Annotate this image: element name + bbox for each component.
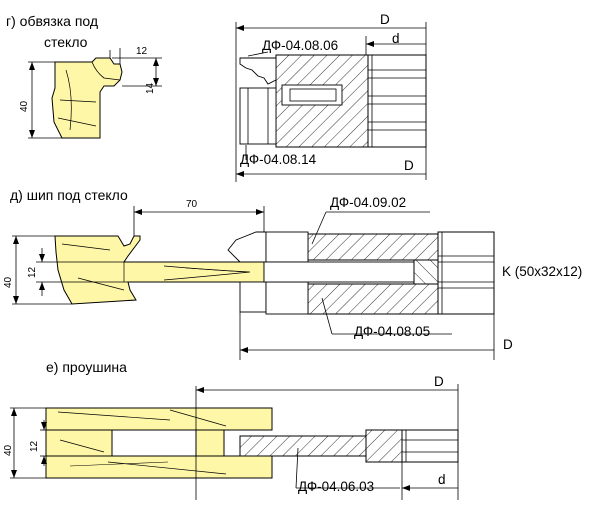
wood-mid-block xyxy=(195,429,225,457)
section-d-leaders xyxy=(239,211,495,360)
section-g-dimensions xyxy=(28,48,162,139)
section-e-label-d: d xyxy=(438,472,446,487)
section-e-leaders xyxy=(195,384,459,500)
section-e-label-D: D xyxy=(434,374,444,389)
section-e-cutter xyxy=(239,429,459,463)
section-d-dim-40: 40 xyxy=(3,276,14,288)
section-g-title-1: г) обвязка под xyxy=(6,13,99,29)
section-g-leaders xyxy=(235,22,427,182)
section-g-profile xyxy=(51,57,123,139)
section-g-cutter xyxy=(239,54,427,148)
section-g-label-d: d xyxy=(392,31,400,46)
section-d-dimensions xyxy=(12,206,265,305)
section-e-dim-12: 12 xyxy=(29,440,40,452)
section-g-dim-40: 40 xyxy=(19,100,30,112)
wood-profile-g xyxy=(51,57,123,139)
section-d-label-D: D xyxy=(503,337,513,352)
section-d-dim-70: 70 xyxy=(186,199,198,210)
section-d-code-top: ДФ-04.09.02 xyxy=(330,195,407,210)
section-g-label-D-top: D xyxy=(380,12,390,27)
section-d-dim-12: 12 xyxy=(27,266,38,278)
section-d-title: д) шип под стекло xyxy=(10,187,128,203)
wood-left-block xyxy=(45,429,113,457)
section-e-title: е) проушина xyxy=(46,359,127,375)
section-d-cutter xyxy=(227,231,495,315)
section-d-label-K: K (50x32x12) xyxy=(502,264,583,279)
section-g-code-top: ДФ-04.08.06 xyxy=(262,38,339,53)
section-e-profile xyxy=(45,407,273,479)
section-g-code-bottom: ДФ-04.08.14 xyxy=(240,152,317,167)
section-g-dim-14: 14 xyxy=(145,82,156,94)
section-g-title-2: стекло xyxy=(44,34,88,50)
section-g-dim-12: 12 xyxy=(136,46,148,57)
section-e-dimensions xyxy=(10,407,47,479)
section-g-label-D-bottom: D xyxy=(404,158,414,173)
section-d-code-bottom: ДФ-04.08.05 xyxy=(354,324,431,339)
section-e-dim-40: 40 xyxy=(3,444,14,456)
section-e-code: ДФ-04.06.03 xyxy=(298,479,375,494)
